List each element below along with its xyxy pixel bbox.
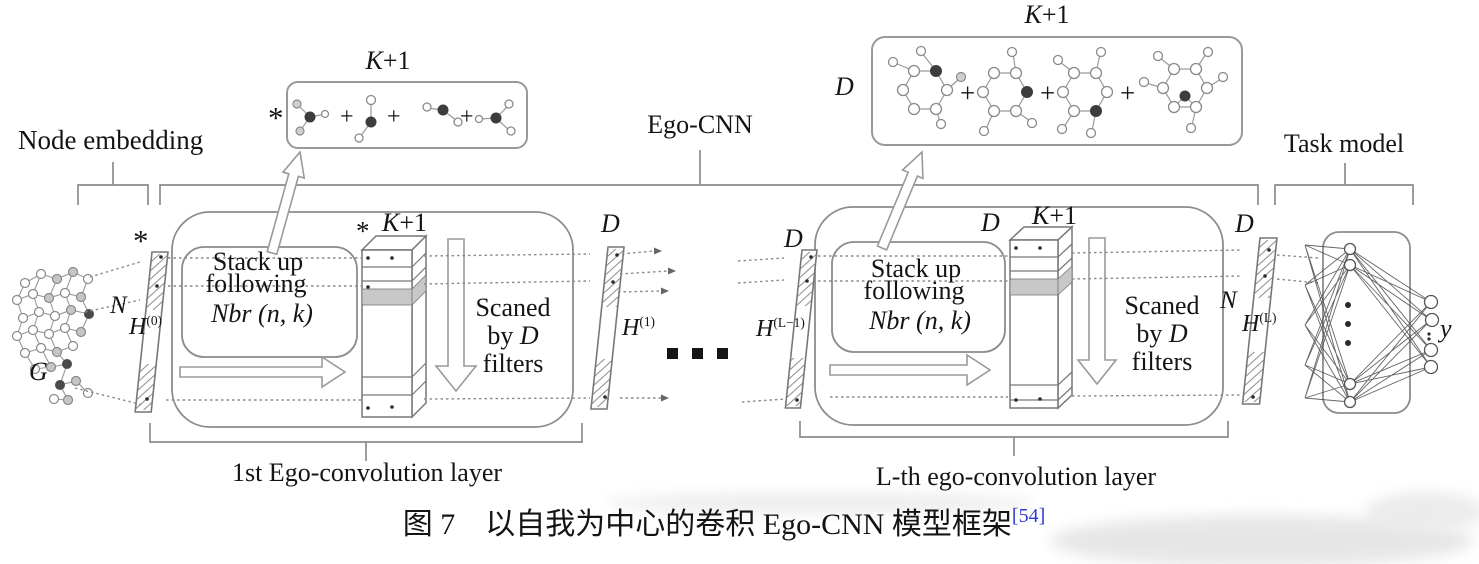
task-model-label: Task model — [1283, 129, 1405, 158]
scanned-text-1-line2: by D — [487, 321, 539, 350]
scanned-text-1-line1: Scaned — [475, 293, 551, 322]
h1-matrix-label: H(1) — [622, 314, 656, 341]
hl-minus-1-matrix-label: H(L−1) — [756, 315, 805, 342]
scan-down-arrow-1 — [434, 238, 478, 393]
filters-up-arrow-2 — [876, 150, 924, 251]
convolution-star-stack-1: * — [356, 216, 370, 246]
layer1-bracket — [149, 423, 583, 461]
ego-filters-large — [887, 45, 1229, 139]
scan-right-arrow-2 — [829, 353, 992, 387]
ego-cnn-bracket — [159, 150, 1259, 205]
matrix-hl-minus-1 — [784, 249, 818, 409]
convolution-star-small-box: * — [268, 100, 284, 135]
n-dimension-label-1: N — [110, 292, 127, 319]
graph-g-label: G — [29, 357, 48, 386]
plus-sign: + — [340, 104, 354, 130]
stack-up-box-2 — [831, 241, 1006, 353]
figure-caption-text: 图 7 以自我为中心的卷积 Ego-CNN 模型框架 — [402, 508, 1012, 541]
scanned-text-2-line3: filters — [1131, 347, 1193, 376]
scan-down-arrow-2 — [1076, 237, 1118, 386]
filters-up-arrow-1 — [266, 150, 306, 256]
plus-sign: + — [1040, 78, 1056, 108]
output-node — [1423, 294, 1439, 310]
node-embedding-label: Node embedding — [18, 125, 204, 155]
d-label-hl1-matrix: D — [784, 224, 803, 253]
task-model-network — [1304, 231, 1440, 414]
k-plus-1-label-large-box: K+1 — [1024, 0, 1070, 29]
dotted-connections — [74, 247, 1319, 406]
stack-up-text-2-line1: Stack up — [870, 254, 962, 283]
scanned-text-2-line2: by D — [1136, 319, 1188, 348]
stack-up-text-1-line2: following — [205, 269, 307, 298]
node-embedding-bracket — [77, 162, 149, 205]
plus-sign: + — [460, 104, 474, 130]
plus-sign: + — [960, 78, 976, 108]
scanned-text-1-line3: filters — [482, 349, 544, 378]
layer1-caption: 1st Ego-convolution layer — [231, 458, 503, 487]
convolution-star-h0: * — [133, 223, 149, 258]
d-label-large-box: D — [835, 72, 854, 101]
filter-stack-1 — [360, 234, 428, 419]
ego-cnn-label: Ego-CNN — [647, 110, 753, 139]
n-dimension-label-2: N — [1220, 287, 1237, 314]
matrix-h1 — [590, 246, 625, 410]
ego-filters-small — [292, 94, 516, 143]
matrix-hl — [1241, 237, 1278, 405]
filters-box-small — [286, 81, 528, 149]
plus-sign: + — [1120, 78, 1136, 108]
figure-caption: 图 7 以自我为中心的卷积 Ego-CNN 模型框架[54] — [402, 506, 1045, 541]
matrix-h0 — [134, 251, 169, 413]
input-graph — [11, 266, 94, 406]
stack-up-text-2-line2: following — [863, 276, 965, 305]
layer2-bracket — [799, 421, 1229, 456]
nbr-formula-2: Nbr (n, k) — [869, 306, 971, 335]
scan-smudges — [605, 492, 1479, 564]
plus-sign: + — [387, 104, 401, 130]
filter-stack-2 — [1008, 225, 1074, 410]
stack-up-text-1-line1: Stack up — [212, 247, 304, 276]
citation-ref: [54] — [1011, 505, 1046, 527]
k-plus-1-label-small-box: K+1 — [365, 46, 411, 75]
d-label-h1-matrix: D — [601, 209, 620, 238]
scan-right-arrow-1 — [179, 355, 347, 389]
hl-matrix-label: H(L) — [1242, 310, 1277, 337]
k-plus-1-label-stack-1: K+1 — [382, 208, 428, 237]
h0-matrix-label: H(0) — [129, 313, 163, 340]
layers-ellipsis — [667, 348, 728, 359]
task-model-bracket — [1274, 163, 1414, 205]
dense-connections-right — [1349, 248, 1432, 403]
d-label-stack-2: D — [981, 208, 1000, 237]
output-y-label: y — [1440, 314, 1452, 343]
nbr-formula-1: Nbr (n, k) — [211, 299, 313, 328]
scanned-text-2-line1: Scaned — [1124, 291, 1200, 320]
k-plus-1-label-stack-2: K+1 — [1032, 201, 1078, 230]
dense-connections-left — [1304, 244, 1351, 403]
layer2-caption: L-th ego-convolution layer — [875, 462, 1157, 491]
d-label-hl-matrix: D — [1235, 209, 1254, 238]
